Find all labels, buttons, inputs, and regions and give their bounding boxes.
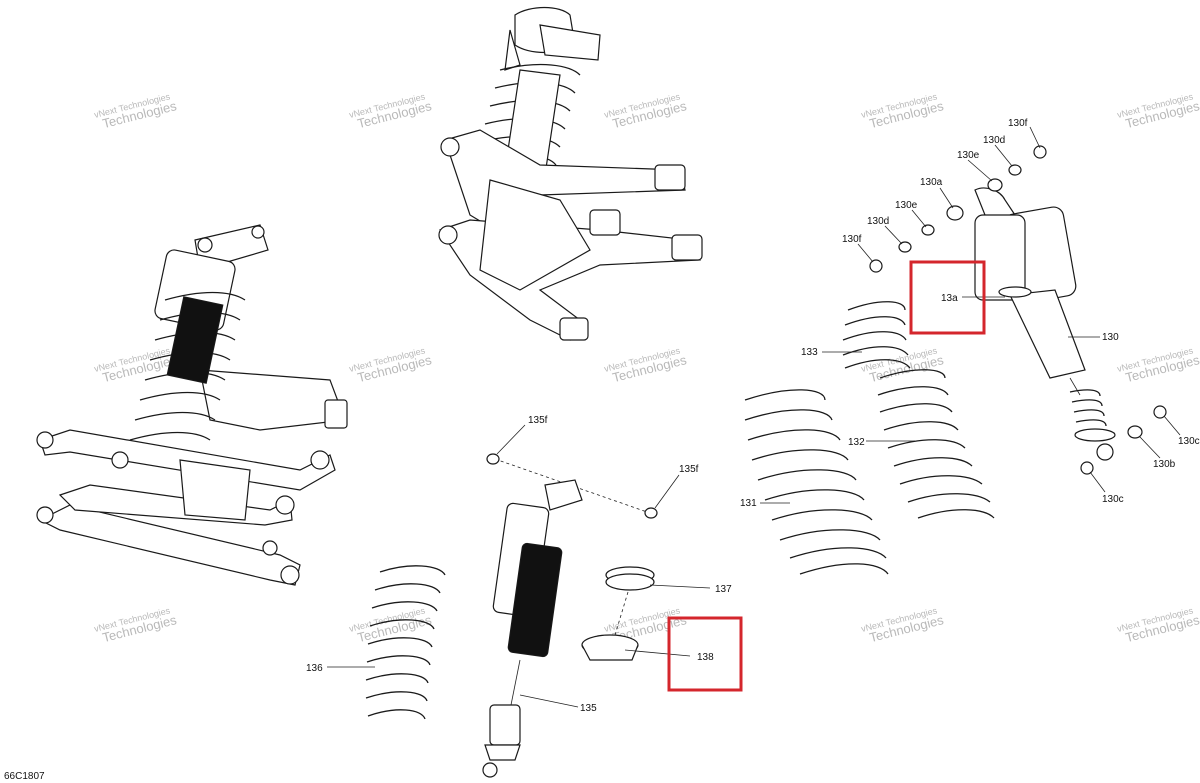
label-138[interactable]: 138 [697, 652, 714, 663]
label-130c-right[interactable]: 130c [1178, 436, 1200, 447]
watermark: vNext Technologies Technologies [860, 91, 946, 131]
label-13a[interactable]: 13a [941, 293, 958, 304]
spring-133 [842, 301, 911, 369]
left-suspension-assembly [36, 224, 348, 586]
washer-130d-mid [898, 241, 912, 253]
watermark: vNext Technologies Technologies [93, 605, 179, 645]
label-130a[interactable]: 130a [920, 177, 943, 188]
label-130f-top[interactable]: 130f [1008, 118, 1028, 129]
bushing-130a [946, 205, 964, 221]
top-center-assembly [438, 6, 703, 341]
label-132[interactable]: 132 [848, 437, 865, 448]
label-135[interactable]: 135 [580, 703, 597, 714]
label-137[interactable]: 137 [715, 584, 732, 595]
washer-130d-top [1008, 164, 1022, 176]
label-130d-mid[interactable]: 130d [867, 216, 889, 227]
nut-135f-left [486, 453, 500, 465]
label-130[interactable]: 130 [1102, 332, 1119, 343]
springs-right [744, 301, 995, 575]
leader-lines [327, 126, 1181, 708]
nut-135f-right [644, 507, 658, 519]
spacer-130e-mid [921, 224, 935, 236]
label-136[interactable]: 136 [306, 663, 323, 674]
shock-135 [365, 453, 658, 778]
label-130e-mid[interactable]: 130e [895, 200, 918, 211]
watermark: vNext Technologies Technologies [93, 345, 179, 385]
nut-130c-bottom [1080, 461, 1094, 475]
watermark: vNext Technologies Technologies [348, 345, 434, 385]
label-135f-right[interactable]: 135f [679, 464, 699, 475]
highlight-box-13a [909, 260, 986, 335]
highlight-box-138 [667, 616, 743, 692]
label-130c-bottom[interactable]: 130c [1102, 494, 1124, 505]
spring-131 [744, 389, 889, 575]
watermark: vNext Technologies Technologies [348, 605, 434, 645]
label-130b[interactable]: 130b [1153, 459, 1176, 470]
watermark: vNext Technologies Technologies [1116, 345, 1200, 385]
nut-130f-top [1033, 145, 1047, 159]
drawing-code: 66C1807 [4, 771, 45, 782]
nut-130f-mid [869, 259, 883, 273]
label-133[interactable]: 133 [801, 347, 818, 358]
label-130f-mid[interactable]: 130f [842, 234, 862, 245]
label-130d-top[interactable]: 130d [983, 135, 1005, 146]
watermark: vNext Technologies Technologies [348, 91, 434, 131]
label-131[interactable]: 131 [740, 498, 757, 509]
shock-130 [869, 145, 1167, 475]
label-135f-top[interactable]: 135f [528, 415, 548, 426]
nut-130c-right [1153, 405, 1167, 419]
watermark: vNext Technologies Technologies [93, 91, 179, 131]
spring-132 [877, 369, 995, 519]
watermark: vNext Technologies Technologies [860, 605, 946, 645]
watermark: vNext Technologies Technologies [603, 345, 689, 385]
label-130e-top[interactable]: 130e [957, 150, 980, 161]
bushing-130b [1127, 425, 1143, 439]
part-labels: 130f 130d 130e 130a 130e 130d 130f 13a 1… [306, 118, 1200, 714]
watermark: vNext Technologies Technologies [1116, 91, 1200, 131]
spacer-130e-top [987, 178, 1003, 192]
watermark: vNext Technologies Technologies [603, 91, 689, 131]
watermark: vNext Technologies Technologies [1116, 605, 1200, 645]
